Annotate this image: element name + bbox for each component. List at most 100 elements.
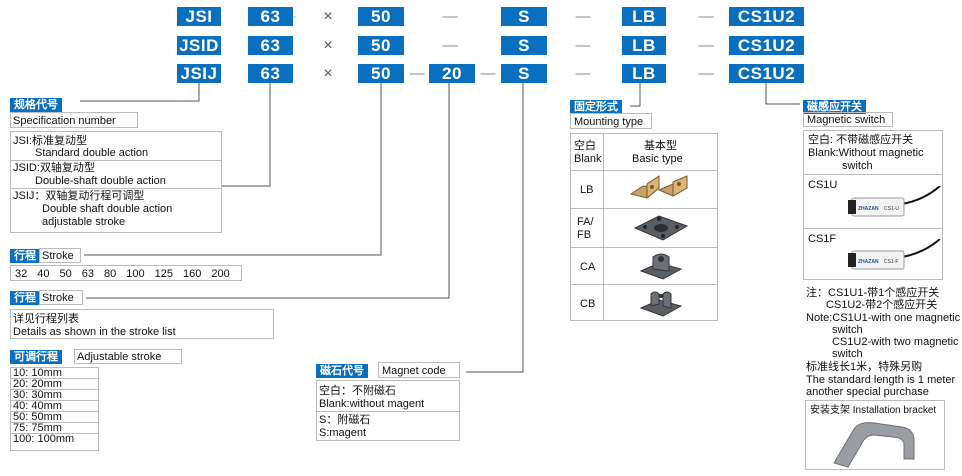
code-times: × (323, 65, 333, 82)
spec-item-en: Double-shaft double action (35, 175, 166, 187)
mounting-code-fb: FB (577, 229, 592, 241)
stroke-value: 80 (104, 268, 117, 280)
switch-label: Magnetic switch (807, 114, 886, 126)
stroke-value: 40 (37, 268, 50, 280)
stroke-tag: 行程 (10, 249, 40, 263)
code-dash: — (575, 65, 591, 82)
switch-note: The standard length is 1 meter (806, 374, 956, 386)
stroke-label: Stroke (42, 250, 74, 262)
stroke2-label-box: Stroke (39, 290, 83, 305)
code-mount: LB (622, 36, 666, 55)
stroke-value: 50 (59, 268, 72, 280)
mounting-tag: 固定形式 (570, 100, 622, 114)
adjustable-row: 100: 100mm (13, 433, 75, 445)
code-dash: — (442, 37, 458, 54)
adjustable-row: 30: 30mm (11, 390, 98, 401)
stroke-value: 200 (211, 268, 230, 280)
mounting-code-fa: FA/ (577, 216, 594, 228)
mounting-code-ca: CA (580, 261, 596, 273)
mounting-basic-en: Basic type (632, 153, 683, 165)
flange-image (633, 215, 689, 241)
switch-note: 注：CS1U1-带1个感应开关 (806, 287, 940, 299)
switch-note: 标准线长1米，特殊另购 (806, 361, 923, 373)
switch-note: switch (832, 348, 863, 360)
adjustable-row: 20: 20mm (11, 379, 98, 390)
code-dash: — (575, 37, 591, 54)
adjustable-row: 40: 40mm (11, 401, 98, 412)
adjustable-row: 10: 10mm (11, 368, 98, 379)
adjustable-label: Adjustable stroke (77, 351, 162, 363)
spec-item-en: Standard double action (35, 147, 149, 159)
code-series-jsid: JSID (177, 36, 221, 55)
stroke2-line1: 详见行程列表 (13, 313, 79, 325)
cs1u-model: CS1-U (884, 206, 899, 212)
stroke-value: 63 (81, 268, 94, 280)
stroke2-line2: Details as shown in the stroke list (13, 326, 176, 338)
mounting-blank-code: 空白 (574, 140, 596, 152)
magnet-line: Blank:without magent (319, 398, 425, 410)
stroke-value: 100 (126, 268, 145, 280)
stroke2-desc: 详见行程列表 Details as shown in the stroke li… (10, 309, 274, 339)
code-times: × (323, 37, 333, 54)
mounting-label: Mounting type (574, 116, 644, 128)
stroke2-tag: 行程 (10, 291, 40, 305)
code-stroke: 50 (358, 36, 404, 55)
stroke2-label: Stroke (42, 292, 74, 304)
code-times: × (323, 8, 333, 25)
bracket-label: 安装支架 Installation bracket (810, 405, 937, 416)
spec-list: JSI:标准复动型 Standard double action JSID:双轴… (10, 131, 222, 233)
code-dash: — (409, 65, 425, 82)
magnet-tag: 磁石代号 (316, 364, 368, 378)
cs1f-model: CS1-F (884, 259, 898, 265)
code-magnet: S (501, 7, 547, 26)
code-magnet: S (501, 36, 547, 55)
code-switch: CS1U2 (729, 36, 804, 55)
mounting-basic-cn: 基本型 (644, 140, 677, 152)
spec-title: Specification number (13, 115, 116, 127)
cs1f-brand: ZHAZAN (858, 259, 879, 265)
switch-note: Note:CS1U1-with one magnetic (806, 312, 961, 324)
lb-bracket-image (629, 175, 689, 200)
mounting-table: 空白 Blank 基本型 Basic type LB FA/ FB CA CB (570, 133, 718, 321)
switch-note: CS1U2-带2个感应开关 (826, 299, 938, 311)
stroke-value: 32 (15, 268, 28, 280)
code-dash: — (698, 37, 714, 54)
switch-cs1f: CS1F (808, 233, 837, 245)
magnet-line: S:magent (319, 427, 367, 439)
stroke-value: 125 (154, 268, 173, 280)
cs1u-sensor-image: ZHAZAN CS1-U (848, 186, 941, 217)
switch-blank-en: Blank:Without magnetic (808, 147, 924, 159)
mounting-code-lb: LB (580, 184, 594, 196)
code-bore: 63 (248, 7, 293, 26)
adjustable-row: 75: 75mm (11, 423, 98, 434)
adjustable-label-box: Adjustable stroke (74, 349, 182, 364)
code-bore: 63 (248, 36, 293, 55)
mounting-label-box: Mounting type (570, 113, 652, 129)
stroke-label-box: Stroke (39, 248, 81, 263)
code-stroke: 50 (358, 7, 404, 26)
switch-blank-cn: 空白: 不带磁感应开关 (808, 134, 914, 146)
switch-label-box: Magnetic switch (803, 112, 893, 127)
code-dash: — (698, 8, 714, 25)
code-mount: LB (622, 64, 666, 83)
spec-item-en: Double shaft double action (42, 203, 173, 215)
code-dash: — (442, 8, 458, 25)
adjustable-row: 50: 50mm (11, 412, 98, 423)
code-dash: — (698, 65, 714, 82)
spec-item-en2: adjustable stroke (42, 216, 126, 228)
spec-item-cn: JSI:标准复动型 (13, 135, 87, 147)
installation-bracket-image (833, 422, 915, 468)
switch-panel: 空白: 不带磁感应开关 Blank:Without magnetic switc… (803, 130, 943, 280)
code-dash: — (480, 65, 496, 82)
cs1u-brand: ZHAZAN (858, 206, 879, 212)
mounting-blank-code-en: Blank (574, 153, 602, 165)
switch-note: another special purchase (806, 386, 929, 398)
code-series-jsi: JSI (177, 7, 221, 26)
code-switch: CS1U2 (729, 7, 804, 26)
code-adjustable: 20 (429, 64, 475, 83)
spec-tag: 规格代号 (10, 98, 62, 112)
switch-blank-en2: switch (842, 160, 873, 172)
code-series-jsij: JSIJ (177, 64, 221, 83)
code-magnet: S (501, 64, 547, 83)
